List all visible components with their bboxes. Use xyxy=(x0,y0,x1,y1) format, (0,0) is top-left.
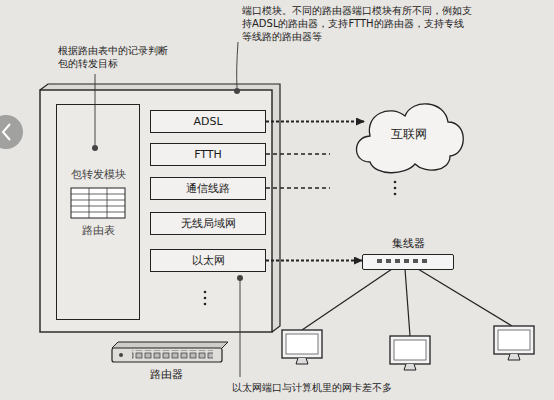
port-label: 通信线路 xyxy=(186,181,230,196)
port-wires xyxy=(266,154,330,188)
port-module: 通信线路 xyxy=(150,177,266,200)
lan-cables xyxy=(302,269,512,336)
router-housing xyxy=(40,84,280,332)
port-label: 以太网 xyxy=(192,253,225,268)
port-label: ADSL xyxy=(193,115,222,128)
port-module: FTTH xyxy=(150,143,266,166)
computer-icon xyxy=(390,336,430,370)
hub-ports xyxy=(363,255,453,269)
computer-icon xyxy=(282,330,322,364)
callout-note: 端口模块。不同的路由器端口模块有所不同，例如支持ADSL的路由器，支持FTTH的… xyxy=(242,4,472,43)
hub-label: 集线器 xyxy=(362,236,454,252)
hub: 集线器 xyxy=(362,236,454,272)
port-module: ADSL xyxy=(150,110,266,133)
callout-note: 根据路由表中的记录判断包的转发目标 xyxy=(58,44,168,70)
connector-arrow xyxy=(266,121,364,123)
viewer-button xyxy=(0,115,23,149)
module-label: 包转发模块 xyxy=(71,167,126,182)
hub-body xyxy=(362,254,454,270)
connector-arrow xyxy=(266,260,362,262)
forwarding-module: 包转发模块路由表 xyxy=(56,104,140,320)
computer-icon xyxy=(494,326,534,360)
cloud-label: 互联网 xyxy=(391,126,427,143)
internet-cloud: 互联网 xyxy=(350,92,468,176)
port-module: 无线局域网 xyxy=(150,212,266,235)
callout-note: 以太网端口与计算机里的网卡差不多 xyxy=(232,381,532,394)
device-label: 路由器 xyxy=(150,368,210,381)
routing-table-icon xyxy=(70,187,126,219)
table-label: 路由表 xyxy=(82,223,115,238)
router-icon xyxy=(112,342,228,362)
port-label: 无线局域网 xyxy=(181,216,236,231)
port-module: 以太网 xyxy=(150,249,266,272)
port-label: FTTH xyxy=(194,148,222,161)
